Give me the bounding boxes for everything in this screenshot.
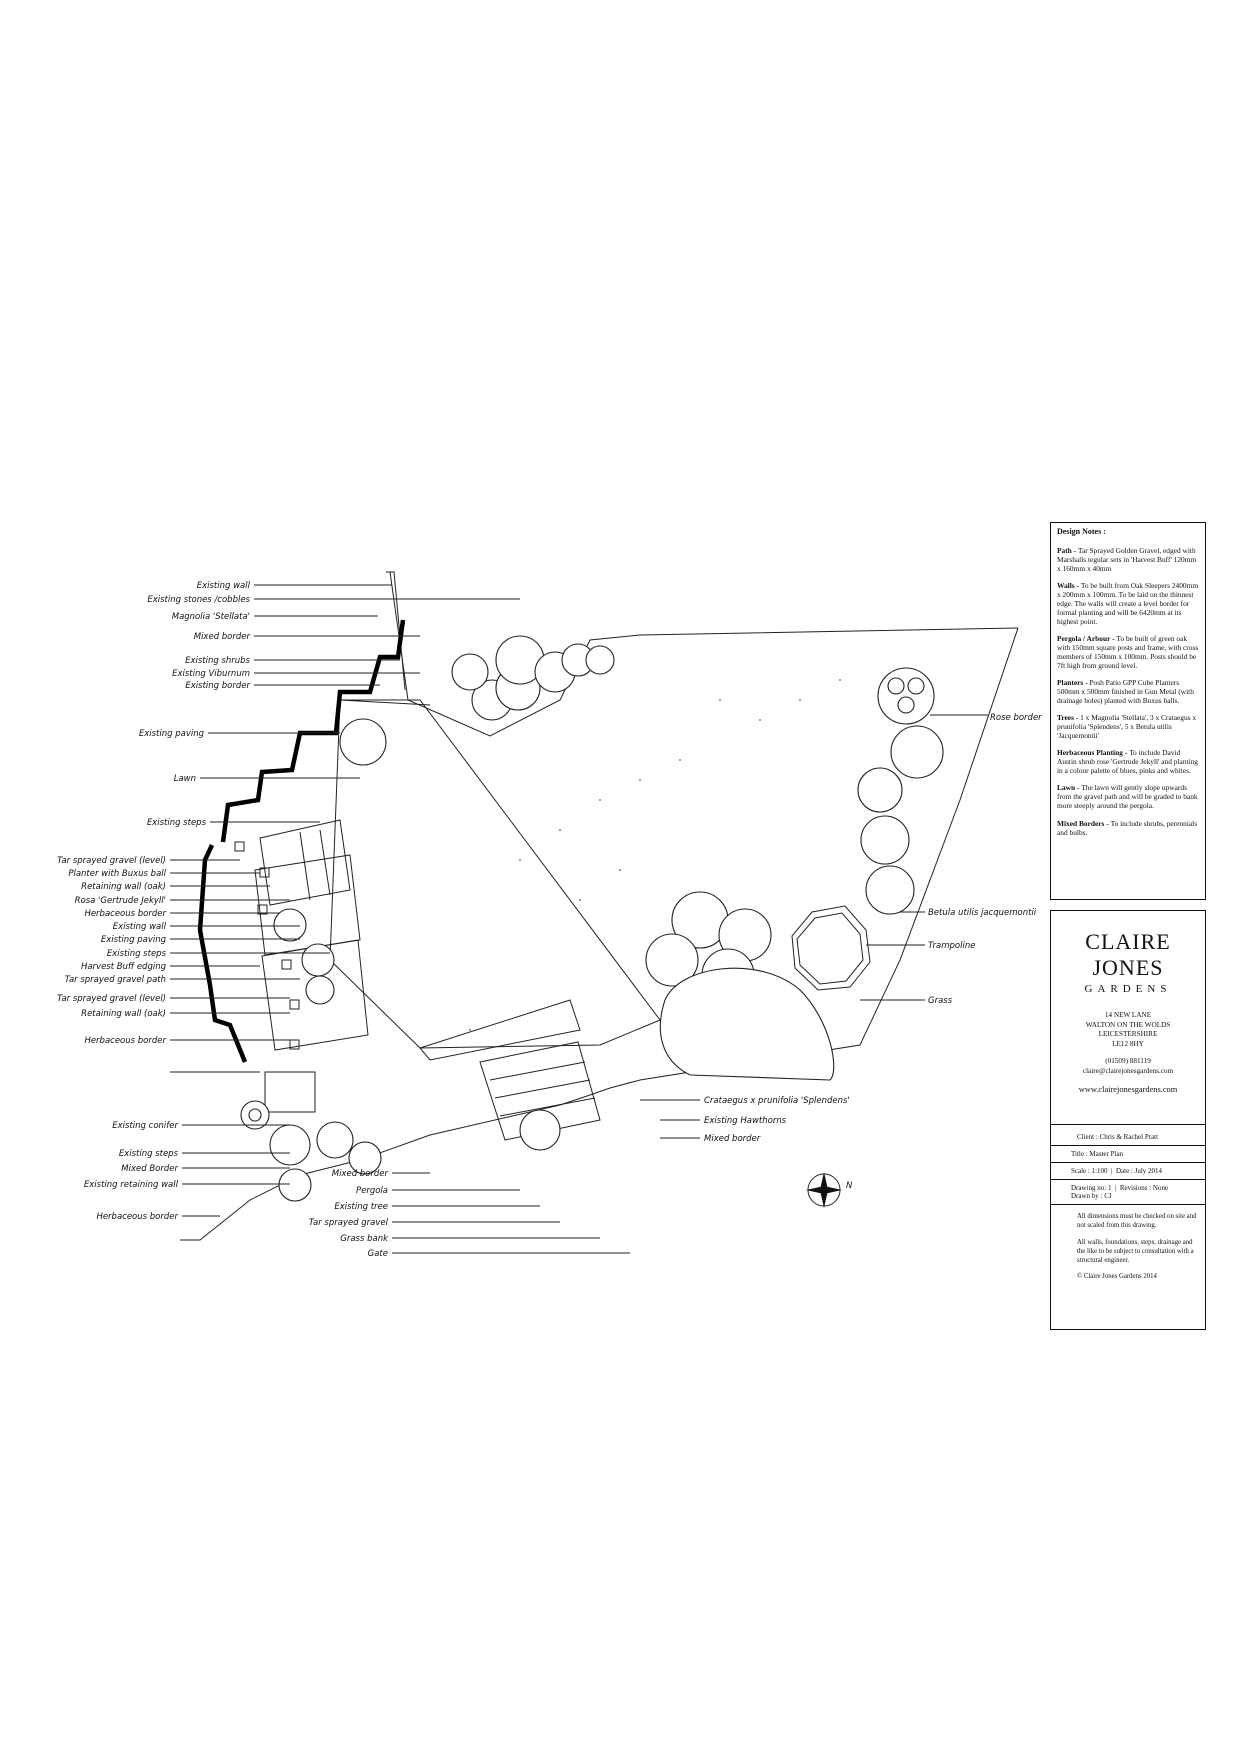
label-gate: Gate: [368, 1249, 388, 1259]
note-path: Path - Tar Sprayed Golden Gravel, edged …: [1057, 545, 1197, 573]
disclaimer: All dimensions must be checked on site a…: [1077, 1213, 1197, 1281]
email: claire@clairejonesgardens.com: [1082, 1066, 1174, 1075]
label-magnolia: Magnolia 'Stellata': [172, 612, 250, 622]
label-existing-hawthorns: Existing Hawthorns: [704, 1116, 787, 1126]
lawn-stipple: [469, 679, 841, 1031]
pergola: [479, 1041, 601, 1141]
note-planters: Planters - Posh Patio GPP Cube Planters …: [1057, 678, 1194, 706]
label-existing-stones: Existing stones /cobbles: [147, 595, 250, 605]
address-line-2: WALTON ON THE WOLDS: [1085, 1020, 1171, 1029]
address-block: 14 NEW LANE WALTON ON THE WOLDS LEICESTE…: [1051, 1011, 1205, 1076]
planters-buxus: [234, 841, 335, 1050]
note-lawn: Lawn - The lawn will gently slope upward…: [1057, 783, 1198, 811]
label-gravel-path: Tar sprayed gravel path: [65, 975, 166, 985]
label-planter-buxus: Planter with Buxus ball: [68, 869, 166, 879]
compass-north-label: N: [846, 1181, 853, 1191]
note-herbaceous: Herbaceous Planting - To include David A…: [1057, 748, 1199, 776]
label-herbaceous-border-2: Herbaceous border: [84, 1036, 166, 1046]
label-mixed-border-right: Mixed border: [704, 1134, 761, 1144]
label-lawn: Lawn: [174, 774, 196, 784]
label-existing-tree: Existing tree: [334, 1202, 388, 1212]
brand-logo: CLAIRE JONES GARDENS: [1051, 929, 1205, 995]
label-existing-paving-2: Existing paving: [101, 935, 167, 945]
drawing-title: Title : Master Plan: [1071, 1150, 1124, 1159]
compass-rose: N: [806, 1172, 853, 1208]
label-existing-wall: Existing wall: [197, 581, 251, 591]
labels-bottom: Mixed border Pergola Existing tree Tar s…: [309, 1169, 389, 1259]
label-existing-steps-3: Existing steps: [119, 1149, 179, 1159]
label-rosa: Rosa 'Gertrude Jekyll': [75, 896, 166, 906]
label-trampoline: Trampoline: [928, 941, 975, 951]
title-block: CLAIRE JONES GARDENS 14 NEW LANE WALTON …: [1050, 910, 1206, 1330]
label-existing-paving: Existing paving: [139, 729, 205, 739]
website: www.clairejonesgardens.com: [1078, 1085, 1178, 1095]
client: Client : Chris & Rachel Pratt: [1077, 1133, 1159, 1142]
label-existing-border: Existing border: [185, 681, 250, 691]
note-trees: Trees - 1 x Magnolia 'Stellata', 3 x Cra…: [1057, 713, 1197, 741]
label-harvest-buff: Harvest Buff edging: [81, 962, 167, 972]
label-mixed-border-2: Mixed Border: [121, 1164, 178, 1174]
trampoline: [791, 905, 871, 991]
label-herbaceous-border-3: Herbaceous border: [96, 1212, 178, 1222]
label-herbaceous-border: Herbaceous border: [84, 909, 166, 919]
label-mixed-border: Mixed border: [194, 632, 251, 642]
leader-lines: [170, 584, 988, 1254]
rose-border-bed: [877, 667, 935, 725]
scale-date: Scale : 1:100 | Date : July 2014: [1071, 1167, 1163, 1176]
labels-right: Rose border Betula utilis jacquemontii T…: [704, 713, 1042, 1144]
address-line-4: LE12 8HY: [1112, 1040, 1144, 1049]
brand-subname: GARDENS: [1084, 983, 1172, 995]
label-pergola: Pergola: [356, 1186, 388, 1196]
label-rose-border: Rose border: [990, 713, 1042, 723]
design-notes-title: Design Notes :: [1057, 527, 1106, 536]
label-gravel-level: Tar sprayed gravel (level): [57, 856, 166, 866]
label-retaining-wall: Retaining wall (oak): [81, 882, 166, 892]
label-existing-retaining-wall: Existing retaining wall: [84, 1180, 179, 1190]
label-existing-steps-2: Existing steps: [107, 949, 167, 959]
address-line-3: LEICESTERSHIRE: [1098, 1030, 1158, 1039]
phone: (01509) 881119: [1105, 1056, 1151, 1065]
terrace-steps: [240, 819, 369, 1202]
label-crataegus: Crataegus x prunifolia 'Splendens': [704, 1096, 850, 1106]
note-mixed-borders: Mixed Borders - To include shrubs, peren…: [1057, 818, 1198, 837]
label-existing-viburnum: Existing Viburnum: [172, 669, 250, 679]
label-existing-shrubs: Existing shrubs: [185, 656, 250, 666]
label-retaining-wall-2: Retaining wall (oak): [81, 1009, 166, 1019]
note-walls: Walls - To be built from Oak Sleepers 24…: [1057, 580, 1199, 626]
label-tar-sprayed-gravel: Tar sprayed gravel: [309, 1218, 389, 1228]
tree-canopies: [316, 635, 944, 1175]
label-grass-bank: Grass bank: [340, 1234, 389, 1244]
label-grass: Grass: [928, 996, 953, 1006]
label-gravel-level-2: Tar sprayed gravel (level): [57, 994, 166, 1004]
label-existing-steps: Existing steps: [147, 818, 207, 828]
brand-name: CLAIRE JONES: [1085, 929, 1171, 980]
label-mixed-border-bottom: Mixed border: [332, 1169, 389, 1179]
label-existing-wall-2: Existing wall: [113, 922, 167, 932]
note-pergola: Pergola / Arbour - To be built of green …: [1057, 634, 1199, 671]
design-notes-panel: Design Notes : Path - Tar Sprayed Golden…: [1050, 522, 1206, 900]
label-betula: Betula utilis jacquemontii: [928, 908, 1037, 918]
address-line-1: 14 NEW LANE: [1104, 1011, 1152, 1019]
label-existing-conifer: Existing conifer: [112, 1121, 178, 1131]
labels-left: Existing wall Existing stones /cobbles M…: [57, 581, 250, 1222]
